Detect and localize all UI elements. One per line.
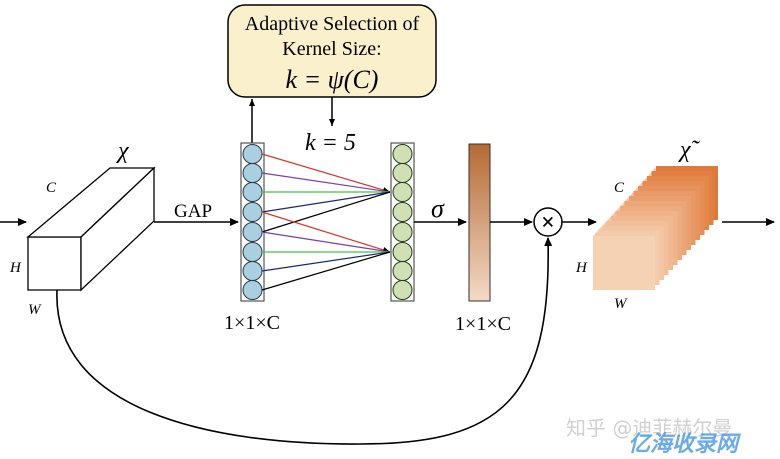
output-chi-label: χ̃	[678, 137, 701, 163]
attention-bar	[468, 143, 491, 302]
watermark-line-2: 亿海收录网	[628, 432, 739, 457]
input-h-label: H	[9, 260, 22, 276]
box-line-1: Adaptive Selection of	[245, 13, 420, 35]
input-chi-label: χ	[116, 138, 130, 164]
box-line-2: Kernel Size:	[282, 38, 381, 60]
right-nodes	[392, 144, 413, 300]
multiply-symbol: ×	[541, 210, 555, 236]
sigma-label: σ	[431, 194, 445, 223]
output-w-label: W	[614, 296, 628, 312]
left-nodes	[242, 144, 263, 300]
right-dim-label: 1×1×C	[455, 313, 511, 335]
watermark-line-1: 知乎 @迪菲赫尔曼	[566, 416, 733, 440]
output-tensor	[593, 166, 718, 290]
left-dim-label: 1×1×C	[224, 312, 280, 334]
input-c-label: C	[46, 180, 57, 196]
input-w-label: W	[28, 302, 42, 318]
gap-label: GAP	[174, 201, 212, 222]
input-tensor	[26, 166, 156, 292]
output-h-label: H	[575, 260, 588, 276]
box-formula: k = ψ(C)	[286, 65, 379, 94]
skip-connection	[56, 237, 553, 445]
k-label: k = 5	[305, 130, 356, 156]
output-c-label: C	[614, 180, 625, 196]
kernel-connections	[261, 153, 391, 291]
